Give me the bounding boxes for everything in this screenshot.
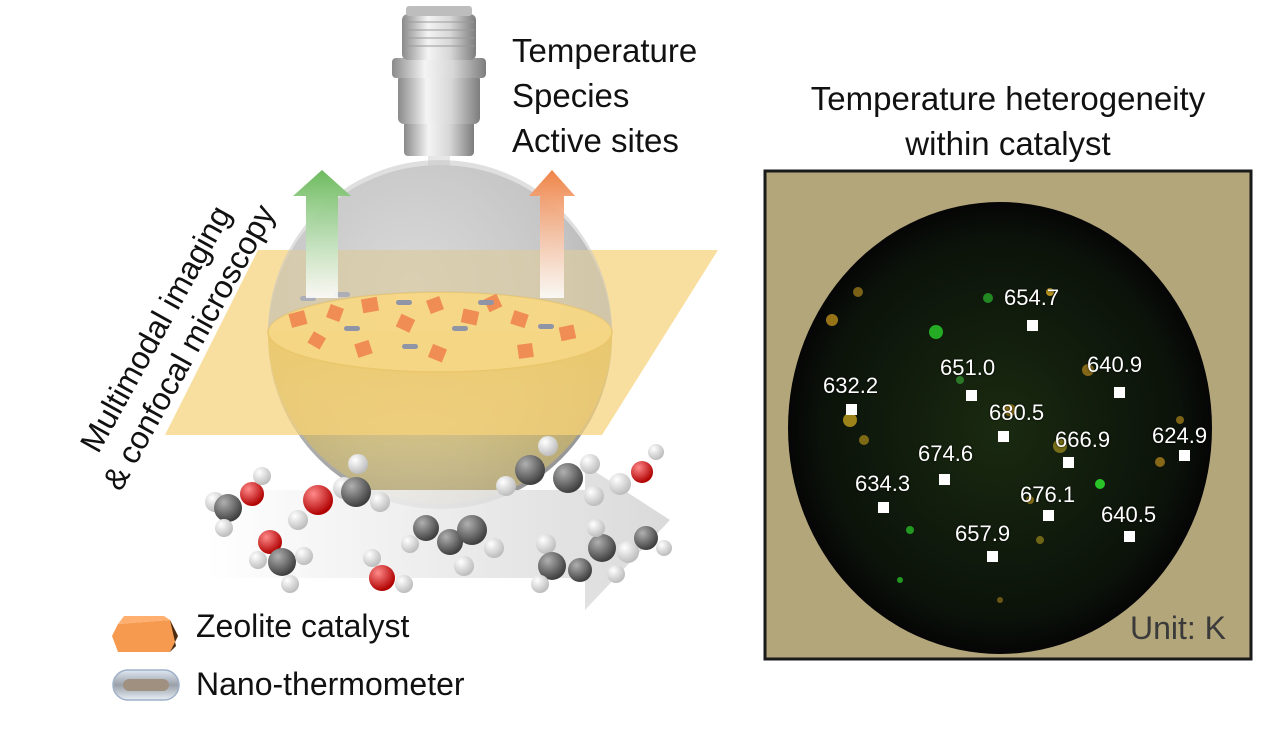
- temperature-measurement-marker: [1114, 387, 1125, 398]
- temperature-measurement-marker: [1063, 457, 1074, 468]
- temperature-measurement-marker: [987, 551, 998, 562]
- temperature-value-label: 651.0: [940, 355, 996, 380]
- temperature-value-label: 674.6: [918, 441, 974, 466]
- orange-signal-arrow: [529, 170, 575, 298]
- temperature-measurement-marker: [1027, 320, 1038, 331]
- temperature-value-label: 654.7: [1004, 285, 1060, 310]
- legend-thermometer-label: Nano-thermometer: [196, 666, 465, 702]
- fluorescence-speckles: [826, 287, 1184, 603]
- temperature-value-label: 676.1: [1020, 482, 1076, 507]
- temperature-measurement-marker: [846, 404, 857, 415]
- temperature-measurement-marker: [939, 474, 950, 485]
- unit-label: Unit: K: [1129, 610, 1226, 646]
- temperature-value-label: 680.5: [989, 400, 1045, 425]
- temperature-measurement-marker: [1124, 531, 1135, 542]
- heterogeneity-title: Temperature heterogeneity within catalys…: [752, 76, 1264, 166]
- temperature-value-label: 634.3: [855, 471, 911, 496]
- property-active-sites: Active sites: [512, 122, 679, 159]
- temperature-measurement-marker: [998, 431, 1009, 442]
- temperature-value-label: 640.9: [1087, 352, 1143, 377]
- temperature-measurement-marker: [878, 502, 889, 513]
- heterogeneity-title-line-1: Temperature heterogeneity: [810, 80, 1206, 117]
- zeolite-crystals: [288, 293, 577, 363]
- temperature-value-label: 632.2: [823, 373, 879, 398]
- measured-properties-list: Temperature Species Active sites: [512, 28, 697, 163]
- temperature-measurement-marker: [1043, 510, 1054, 521]
- temperature-map-panel: [763, 169, 1253, 661]
- green-signal-arrow: [293, 170, 351, 298]
- catalyst-sphere-cap: [268, 160, 612, 332]
- property-species: Species: [512, 77, 630, 114]
- property-temperature: Temperature: [512, 32, 698, 69]
- heterogeneity-title-line-2: within catalyst: [905, 125, 1111, 162]
- nano-thermometer-legend-icon: [112, 669, 180, 701]
- zeolite-legend-icon: [112, 616, 178, 652]
- temperature-measurement-marker: [1179, 450, 1190, 461]
- temperature-measurement-marker: [966, 390, 977, 401]
- temperature-value-label: 640.5: [1101, 502, 1157, 527]
- legend-zeolite-label: Zeolite catalyst: [196, 608, 410, 644]
- temperature-value-label: 624.9: [1152, 423, 1208, 448]
- microscope-objective-icon: [392, 6, 486, 182]
- reactant-molecules: [205, 436, 672, 593]
- temperature-value-label: 666.9: [1055, 427, 1111, 452]
- temperature-value-label: 657.9: [955, 521, 1011, 546]
